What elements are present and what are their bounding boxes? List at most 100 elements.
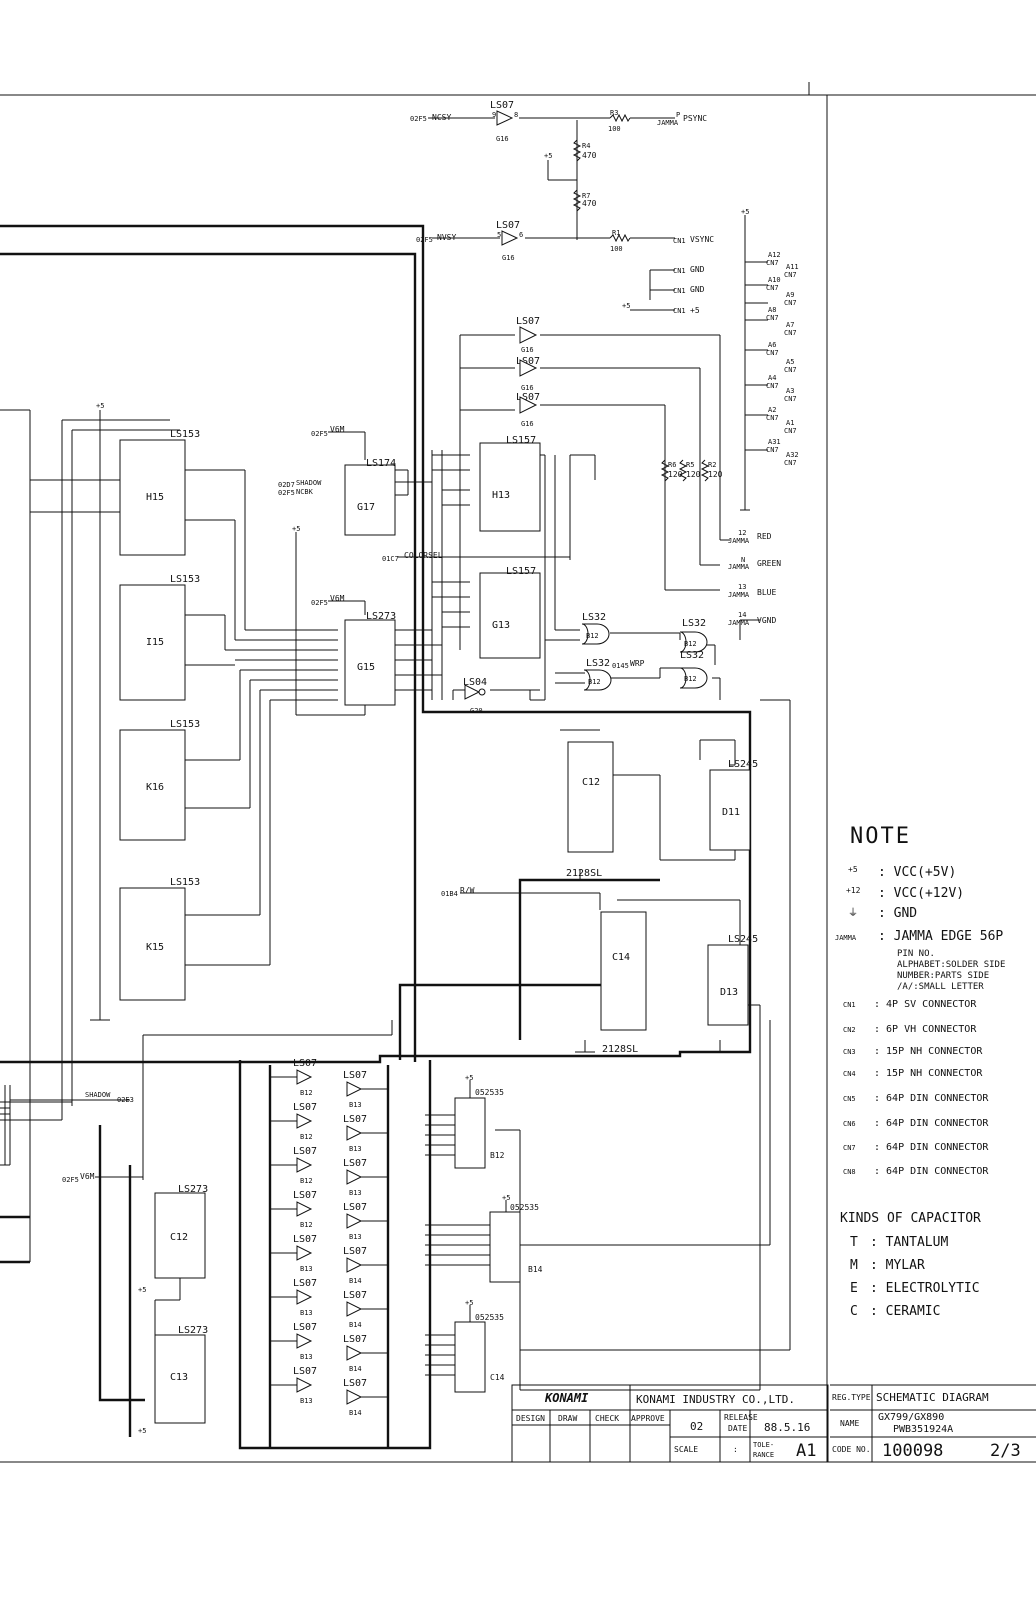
svg-text:APPROVE: APPROVE (631, 1414, 665, 1423)
svg-text:R5: R5 (686, 461, 694, 469)
svg-text:+5: +5 (690, 306, 700, 315)
ls07-ref: B13 (300, 1309, 313, 1317)
svg-text:LS245: LS245 (728, 934, 758, 945)
note-cap-sym: M (850, 1258, 858, 1273)
ls07-buffer (346, 1213, 363, 1229)
svg-text:R7: R7 (582, 192, 590, 200)
svg-text:0145: 0145 (612, 662, 629, 670)
svg-text:LS153: LS153 (170, 877, 200, 888)
svg-text:+5: +5 (848, 865, 858, 874)
svg-text:A1: A1 (796, 1441, 816, 1461)
svg-text:G16: G16 (521, 384, 534, 392)
svg-text:CN1: CN1 (673, 307, 686, 315)
svg-text:+5: +5 (622, 302, 630, 310)
note-connector-sym: CN3 (843, 1048, 856, 1056)
svg-text:R2: R2 (708, 461, 716, 469)
svg-text:CN1: CN1 (673, 237, 686, 245)
svg-text:D13: D13 (720, 987, 738, 998)
ls07-ref: B13 (300, 1397, 313, 1405)
svg-text:LS174: LS174 (366, 458, 396, 469)
svg-text:02F5: 02F5 (278, 489, 295, 497)
svg-text:B14: B14 (528, 1265, 543, 1274)
svg-text:R3: R3 (610, 109, 618, 117)
svg-text:8: 8 (514, 111, 518, 119)
note-cap-text: : CERAMIC (870, 1304, 940, 1319)
svg-text:WRP: WRP (630, 659, 645, 668)
svg-text:KINDS OF CAPACITOR: KINDS OF CAPACITOR (840, 1211, 981, 1226)
note-cap-text: : ELECTROLYTIC (870, 1281, 980, 1296)
cn7-pin-label: A1 (786, 419, 794, 427)
svg-text:DRAW: DRAW (558, 1414, 577, 1423)
cn7-pin-label: A31 (768, 438, 781, 446)
svg-text:LS153: LS153 (170, 429, 200, 440)
svg-text:470: 470 (582, 151, 597, 160)
svg-text:NCBK: NCBK (296, 488, 314, 496)
chip-c12 (567, 741, 614, 853)
cn7-pin-label: A6 (768, 341, 776, 349)
svg-text:C12: C12 (170, 1232, 188, 1243)
svg-text:120: 120 (708, 470, 723, 479)
ls07-label: LS07 (293, 1146, 317, 1157)
svg-text:JAMMA: JAMMA (728, 591, 750, 599)
note-connector-sym: CN5 (843, 1095, 856, 1103)
svg-text:G17: G17 (357, 502, 375, 513)
svg-text:GX799/GX890: GX799/GX890 (878, 1412, 944, 1423)
ls07-ref: B14 (349, 1409, 362, 1417)
svg-text:02F5: 02F5 (416, 236, 433, 244)
svg-text:GND: GND (690, 285, 705, 294)
svg-text:JAMMA: JAMMA (728, 537, 750, 545)
cn7-conn-label: CN7 (766, 259, 779, 267)
svg-text:052535: 052535 (510, 1203, 539, 1212)
logic-gates: LS32 B12 LS32 B12 LS32 B12 LS32 B12 0145… (463, 612, 708, 715)
chip-i15 (119, 584, 186, 701)
svg-text:SCHEMATIC DIAGRAM: SCHEMATIC DIAGRAM (876, 1391, 989, 1404)
note-cap-sym: T (850, 1235, 858, 1250)
svg-text:G13: G13 (492, 620, 510, 631)
svg-text:JAMMA: JAMMA (835, 934, 857, 942)
cn7-conn-label: CN7 (784, 366, 797, 374)
svg-text:G20: G20 (470, 707, 483, 715)
chip-d11 (709, 769, 751, 851)
c052535-chips: +5 052535 B12 +5 052535 B14 +5 052535 C1… (454, 1074, 543, 1393)
svg-text:LS273: LS273 (178, 1325, 208, 1336)
chip-g13 (479, 572, 541, 659)
cn7-conn-label: CN7 (766, 349, 779, 357)
svg-text:14: 14 (738, 611, 746, 619)
svg-text:2128SL: 2128SL (602, 1044, 638, 1055)
svg-text:LS273: LS273 (366, 611, 396, 622)
svg-text:ALPHABET:SOLDER SIDE: ALPHABET:SOLDER SIDE (897, 960, 1005, 970)
svg-text:12: 12 (738, 529, 746, 537)
svg-text:RANCE: RANCE (753, 1451, 774, 1459)
svg-text:LS32: LS32 (680, 650, 704, 661)
svg-text:I15: I15 (146, 637, 164, 648)
note-cap-text: : MYLAR (870, 1258, 925, 1273)
cn7-conn-label: CN7 (784, 395, 797, 403)
svg-text:: VCC(+5V): : VCC(+5V) (878, 865, 956, 880)
ls07-label: LS07 (293, 1190, 317, 1201)
buffer-gate-g16b (501, 230, 519, 246)
ls07-ref: B12 (300, 1177, 313, 1185)
svg-text:120: 120 (686, 470, 701, 479)
svg-text:/A/:SMALL LETTER: /A/:SMALL LETTER (897, 982, 984, 992)
ls07-label: LS07 (293, 1234, 317, 1245)
ls07-label: LS07 (343, 1158, 367, 1169)
bottom-ls273: 02F5 V6M LS273 C12 +5 LS273 C13 +5 SHADO… (62, 1091, 208, 1435)
ls157-chips: LS157 H13 LS157 G13 (479, 435, 541, 659)
ls07-label: LS07 (343, 1114, 367, 1125)
svg-text:120: 120 (668, 470, 683, 479)
svg-text:100: 100 (610, 245, 623, 253)
svg-text:LS273: LS273 (178, 1184, 208, 1195)
svg-text:B12: B12 (490, 1151, 505, 1160)
svg-text:H13: H13 (492, 490, 510, 501)
svg-text:LS245: LS245 (728, 759, 758, 770)
svg-text:: VCC(+12V): : VCC(+12V) (878, 886, 964, 901)
ls07-ref: B14 (349, 1321, 362, 1329)
svg-text:02F5: 02F5 (62, 1176, 79, 1184)
cn7-pin-label: A3 (786, 387, 794, 395)
svg-text:+5: +5 (465, 1074, 473, 1082)
svg-text:B12: B12 (588, 678, 601, 686)
note-connector-sym: CN6 (843, 1120, 856, 1128)
svg-text:VGND: VGND (757, 616, 776, 625)
